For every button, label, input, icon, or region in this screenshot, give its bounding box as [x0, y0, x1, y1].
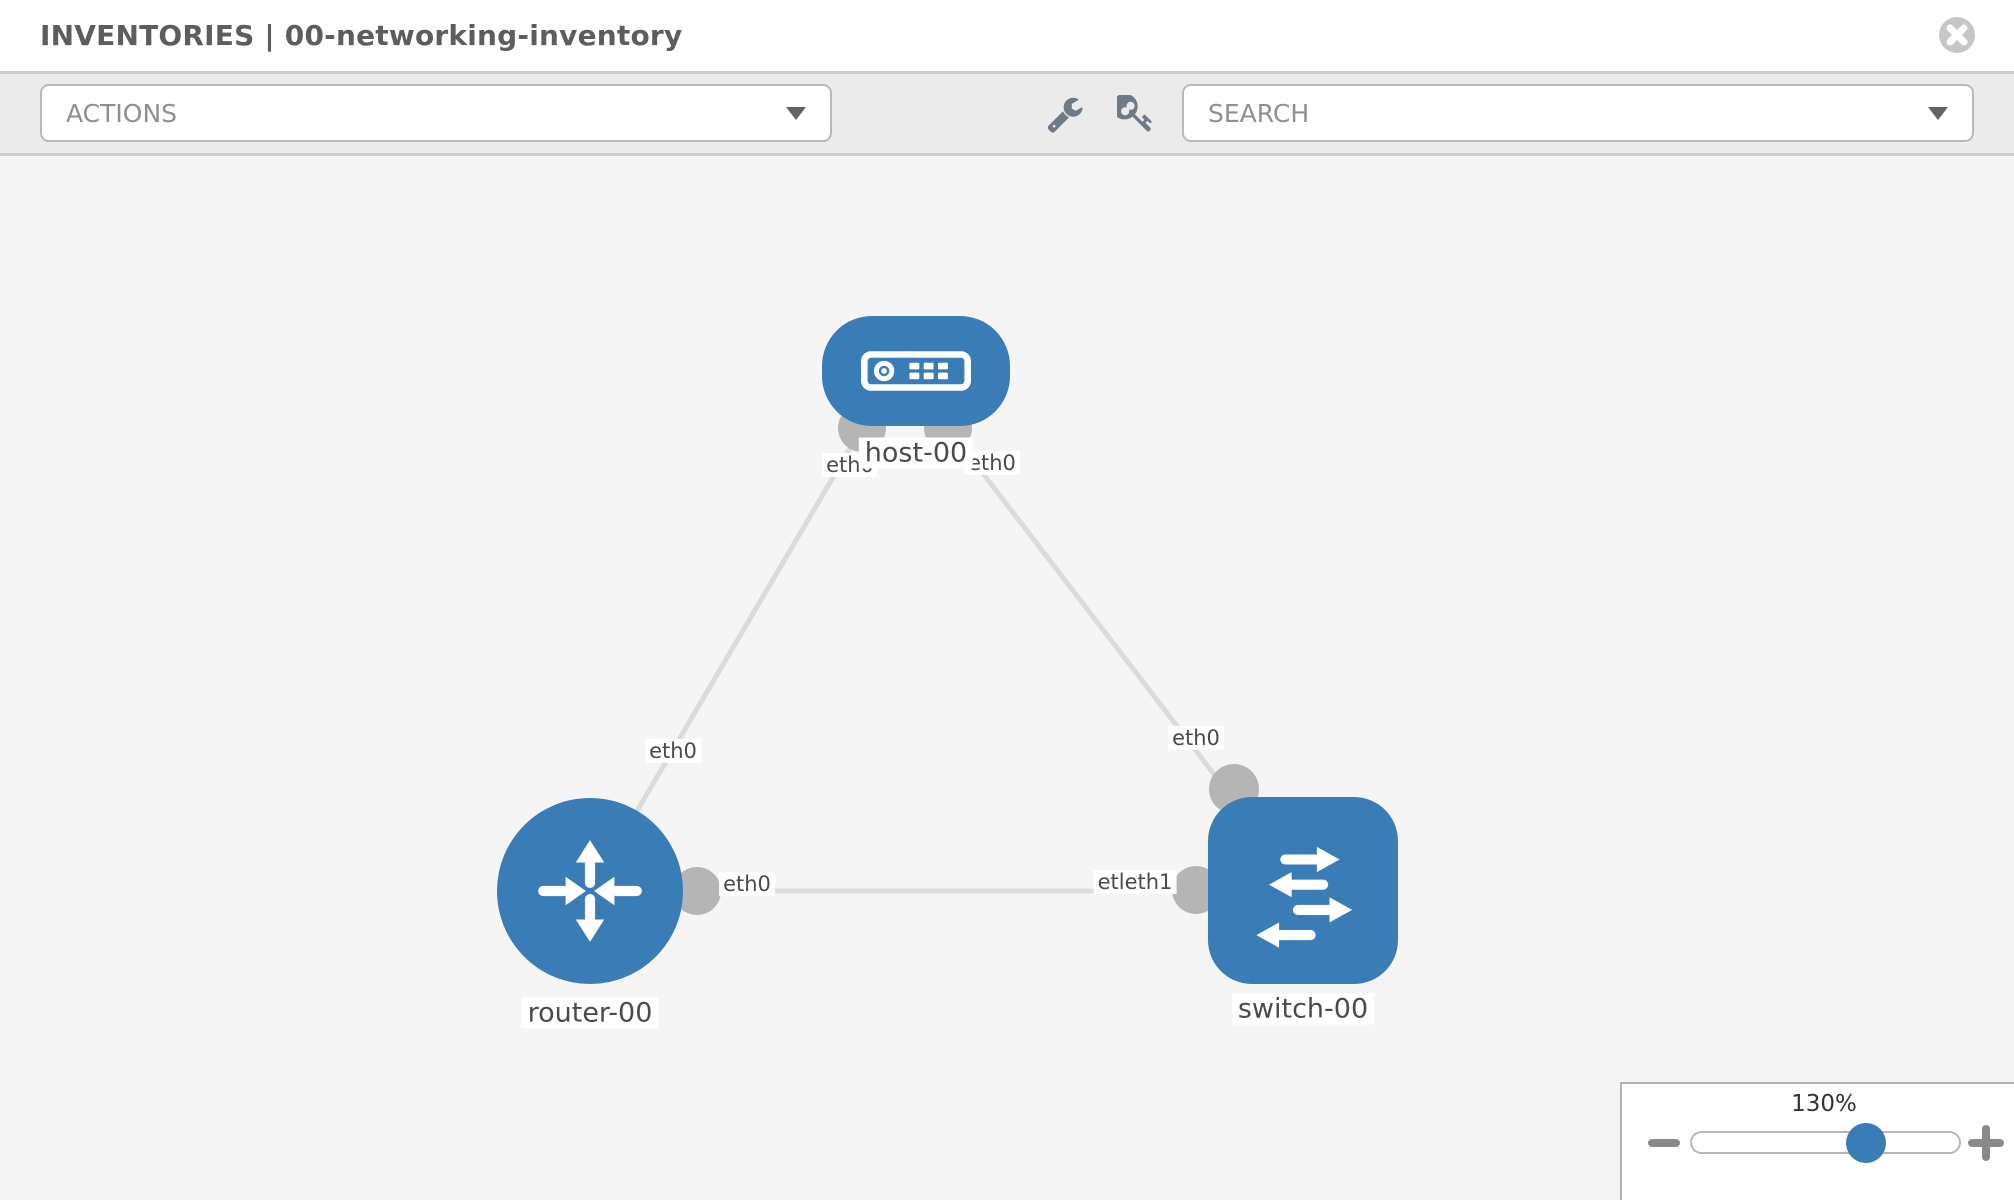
interface-label: eth0: [645, 738, 701, 764]
actions-dropdown-label: ACTIONS: [66, 98, 178, 128]
host-icon: [861, 351, 971, 391]
switch-icon: [1256, 846, 1353, 948]
interface-label: etleth1: [1093, 869, 1177, 895]
zoom-slider-thumb[interactable]: [1846, 1123, 1886, 1163]
page-title: INVENTORIES | 00-networking-inventory: [40, 19, 683, 52]
zoom-slider-track[interactable]: [1690, 1131, 1961, 1154]
zoom-out-button[interactable]: [1648, 1139, 1680, 1147]
zoom-panel: 130%: [1620, 1082, 2014, 1200]
search-placeholder: SEARCH: [1208, 98, 1310, 128]
topology-canvas[interactable]: eth0 eth0 eth0 eth0 eth0 etleth1 host-00…: [0, 156, 2014, 1200]
router-icon: [538, 840, 642, 942]
close-icon: [1939, 17, 1975, 53]
interface-label: eth0: [1168, 725, 1224, 751]
search-dropdown[interactable]: SEARCH: [1182, 84, 1974, 142]
header: INVENTORIES | 00-networking-inventory: [0, 0, 2014, 74]
node-switch-00[interactable]: [1208, 797, 1398, 984]
key-icon: [1111, 93, 1153, 132]
chevron-down-icon: [786, 107, 806, 120]
node-label-switch-00: switch-00: [1231, 993, 1375, 1025]
topology-links: [587, 404, 1305, 915]
wrench-icon: [1047, 97, 1083, 133]
close-button[interactable]: [1938, 16, 1976, 54]
node-router-00[interactable]: [497, 798, 683, 984]
interface-label: eth0: [964, 450, 1020, 476]
chevron-down-icon: [1928, 107, 1948, 120]
interface-label: eth0: [719, 871, 775, 897]
zoom-in-button[interactable]: [1968, 1125, 2004, 1161]
node-label-router-00: router-00: [521, 997, 659, 1029]
credentials-button[interactable]: [1111, 93, 1155, 133]
node-host-00[interactable]: [822, 316, 1010, 426]
actions-dropdown[interactable]: ACTIONS: [40, 84, 832, 142]
node-label-host-00: host-00: [858, 437, 974, 469]
port-router-eth0: [673, 867, 721, 915]
configure-button[interactable]: [1046, 95, 1084, 133]
zoom-level-label: 130%: [1791, 1091, 1857, 1117]
toolbar: ACTIONS SEARCH: [0, 74, 2014, 156]
